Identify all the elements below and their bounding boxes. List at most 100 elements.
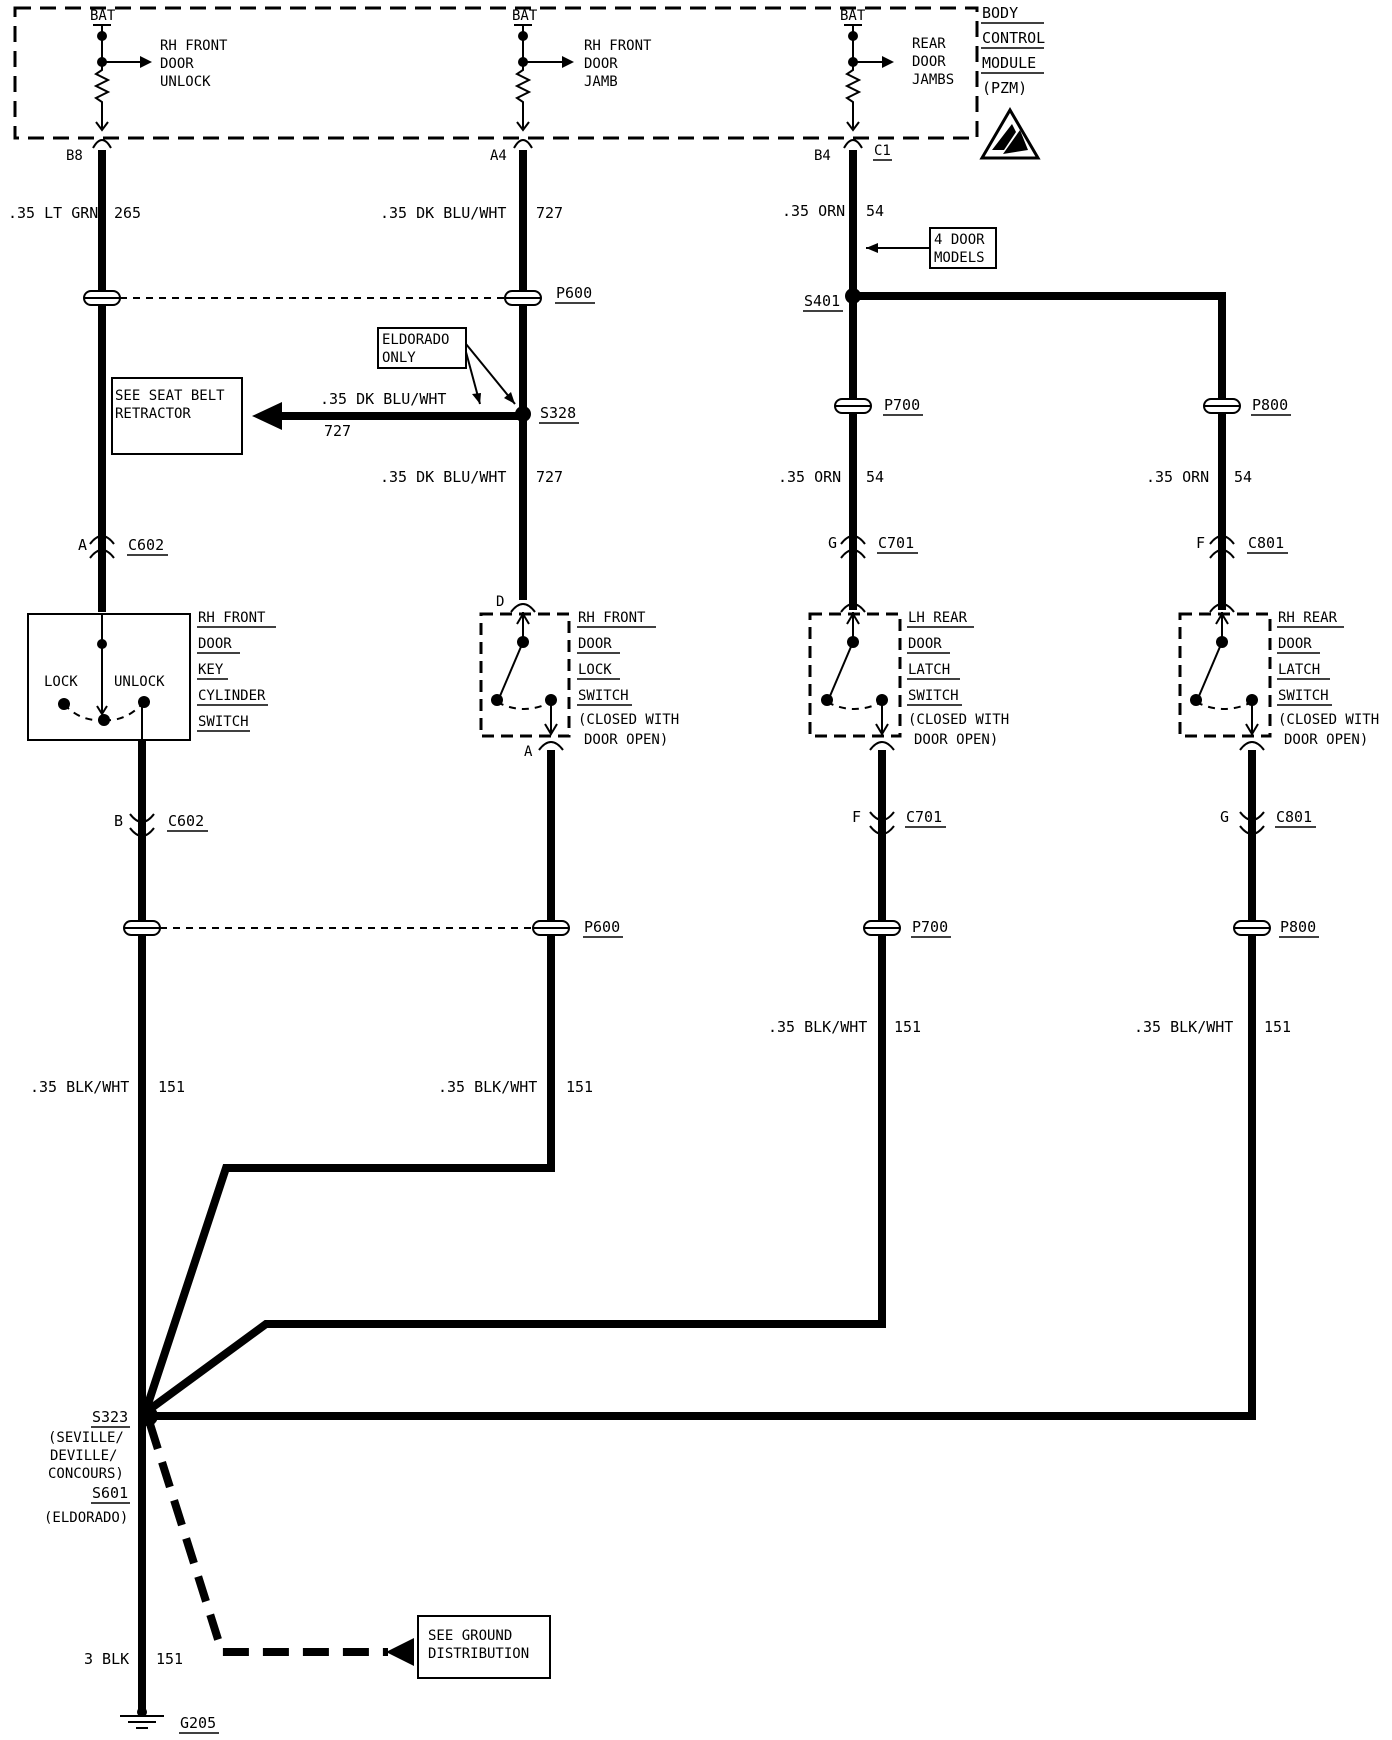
rear-input-line-2: DOOR	[912, 54, 946, 70]
c801-lower-label: C801	[1276, 808, 1312, 826]
c701-upper-label: C701	[878, 534, 914, 552]
c801-f: F C801	[1196, 534, 1288, 559]
wire-151-a-color: .35 BLK/WHT	[30, 1078, 129, 1096]
lh-latch-line-6: DOOR OPEN)	[914, 732, 998, 748]
c701-g: G C701	[828, 534, 918, 559]
wire-54-lh-circuit: 54	[866, 468, 884, 486]
p600-lower-left	[123, 920, 161, 936]
wire-151-d-circuit: 151	[1264, 1018, 1291, 1036]
key-cylinder-line-1: RH FRONT	[198, 610, 266, 626]
lh-latch-line-1: LH REAR	[908, 610, 968, 626]
c602-pin-b: B	[114, 812, 123, 830]
pin-a4: A4	[490, 148, 507, 164]
rh-latch-line-5: (CLOSED WITH	[1278, 712, 1379, 728]
ground-dist-line-1: SEE GROUND	[428, 1628, 512, 1644]
splice-s328: S328	[515, 404, 579, 424]
wire-727-low-circuit: 727	[536, 468, 563, 486]
p600-upper: P600	[504, 284, 595, 306]
jamb-input-line-3: JAMB	[584, 74, 618, 90]
c701-lower-label: C701	[906, 808, 942, 826]
wire-54-rh-color: .35 ORN	[1146, 468, 1209, 486]
rh-front-door-lock-switch: D A RH FRONT DOOR LOCK SWITCH (CLOSED WI…	[479, 594, 679, 760]
lock-switch-line-1: RH FRONT	[578, 610, 646, 626]
rh-latch-line-2: DOOR	[1278, 636, 1312, 652]
lock-position-label: LOCK	[44, 674, 78, 690]
c602-b-label: C602	[168, 812, 204, 830]
wire-727-branch-color: .35 DK BLU/WHT	[320, 390, 446, 408]
p600-upper-label: P600	[556, 284, 592, 302]
wire-labels: .35 LT GRN 265 .35 DK BLU/WHT 727 .35 DK…	[8, 202, 1291, 1668]
bat-label-3: BAT	[840, 8, 866, 24]
lock-switch-line-3: LOCK	[578, 662, 612, 678]
c801-pin-g: G	[1220, 808, 1229, 826]
ground-g205: G205	[120, 1707, 219, 1734]
s323-note-3: CONCOURS)	[48, 1466, 124, 1482]
module-input-rear-door-jambs: BAT REAR DOOR JAMBS B4 C1	[814, 8, 954, 164]
wires	[98, 150, 1256, 1712]
lh-latch-line-4: SWITCH	[908, 688, 959, 704]
seat-belt-line-1: SEE SEAT BELT	[115, 388, 225, 404]
lock-switch-line-2: DOOR	[578, 636, 612, 652]
wire-265-color: .35 LT GRN	[8, 204, 98, 222]
wire-151-gnd-color: 3 BLK	[84, 1650, 129, 1668]
c602-a: A C602	[78, 535, 168, 559]
four-door-line-2: MODELS	[934, 250, 985, 266]
p800-lower-label: P800	[1280, 918, 1316, 936]
jamb-input-line-1: RH FRONT	[584, 38, 652, 54]
rh-latch-line-4: SWITCH	[1278, 688, 1329, 704]
splice-s401: S401	[803, 288, 861, 312]
s323-note-2: DEVILLE/	[50, 1448, 117, 1464]
s601-note: (ELDORADO)	[44, 1510, 128, 1526]
rear-input-line-3: JAMBS	[912, 72, 954, 88]
unlock-position-label: UNLOCK	[114, 674, 165, 690]
g205-label: G205	[180, 1714, 216, 1732]
unlock-input-line-2: DOOR	[160, 56, 194, 72]
ground-dist-line-2: DISTRIBUTION	[428, 1646, 529, 1662]
wire-151-b-color: .35 BLK/WHT	[438, 1078, 537, 1096]
p700-upper-label: P700	[884, 396, 920, 414]
c602-b: B C602	[114, 812, 208, 837]
pin-b4: B4	[814, 148, 831, 164]
lh-latch-line-3: LATCH	[908, 662, 950, 678]
body-control-module: BODY CONTROL MODULE (PZM)	[13, 4, 1045, 160]
c701-f: F C701	[852, 808, 946, 835]
rear-input-line-1: REAR	[912, 36, 946, 52]
module-input-rh-front-unlock: BAT RH FRONT DOOR UNLOCK B8	[66, 8, 228, 164]
eldorado-line-2: ONLY	[382, 350, 416, 366]
key-cylinder-line-3: KEY	[198, 662, 224, 678]
wire-151-c-color: .35 BLK/WHT	[768, 1018, 867, 1036]
p600-lower-label: P600	[584, 918, 620, 936]
s323-note-1: (SEVILLE/	[48, 1430, 124, 1446]
c701-pin-f: F	[852, 808, 861, 826]
ground-icon	[137, 1707, 147, 1717]
wire-54-rh-circuit: 54	[1234, 468, 1252, 486]
pin-b8: B8	[66, 148, 83, 164]
p800-upper-label: P800	[1252, 396, 1288, 414]
p600-upper-left	[83, 290, 121, 306]
wire-727-top-circuit: 727	[536, 204, 563, 222]
lock-switch-pin-a: A	[524, 744, 533, 760]
p700-lower: P700	[863, 918, 951, 938]
rh-rear-door-latch-switch: RH REAR DOOR LATCH SWITCH (CLOSED WITH D…	[1178, 603, 1379, 751]
wire-151-b-circuit: 151	[566, 1078, 593, 1096]
wire-151-c-circuit: 151	[894, 1018, 921, 1036]
inline-connectors: P600 P700 P800 P600 P700	[83, 284, 1319, 938]
p700-upper: P700	[834, 396, 923, 416]
s328-label: S328	[540, 404, 576, 422]
four-door-line-1: 4 DOOR	[934, 232, 985, 248]
p700-lower-label: P700	[912, 918, 948, 936]
wire-727-top-color: .35 DK BLU/WHT	[380, 204, 506, 222]
p600-lower: P600	[532, 918, 623, 938]
s401-label: S401	[804, 292, 840, 310]
jamb-input-line-2: DOOR	[584, 56, 618, 72]
c602-pin-a: A	[78, 536, 87, 554]
p800-lower: P800	[1233, 918, 1319, 938]
eldorado-only-note: ELDORADO ONLY	[377, 327, 516, 405]
rh-latch-line-6: DOOR OPEN)	[1284, 732, 1368, 748]
c701-pin-g: G	[828, 534, 837, 552]
s601-label: S601	[92, 1484, 128, 1502]
seat-belt-retractor-ref: SEE SEAT BELT RETRACTOR	[111, 377, 282, 455]
lh-latch-line-2: DOOR	[908, 636, 942, 652]
bat-label-1: BAT	[90, 8, 116, 24]
